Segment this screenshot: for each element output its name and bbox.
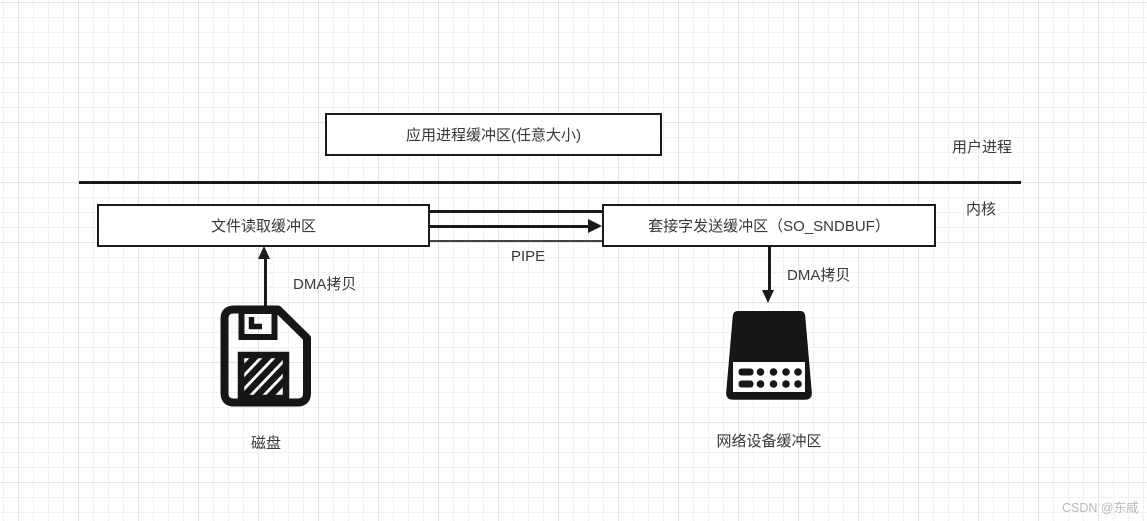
floppy-disk-icon	[220, 305, 312, 407]
disk-caption: 磁盘	[250, 435, 281, 452]
file-read-buffer-box: 文件读取缓冲区	[97, 204, 430, 247]
socket-send-buffer-box: 套接字发送缓冲区（SO_SNDBUF）	[602, 204, 936, 247]
app-process-buffer-box: 应用进程缓冲区(任意大小)	[325, 113, 662, 156]
kernel-region-label: 内核	[966, 201, 997, 218]
pipe-label: PIPE	[511, 248, 546, 265]
dma-nic-arrowhead-down-icon	[762, 290, 774, 303]
network-device-caption: 网络设备缓冲区	[716, 433, 822, 450]
network-device-icon	[723, 309, 815, 402]
pipe-top-line	[430, 209, 602, 213]
dma-copy-disk-label: DMA拷贝	[293, 276, 357, 293]
csdn-watermark: CSDN @东威	[1062, 501, 1139, 515]
user-space-region-label: 用户进程	[952, 139, 1013, 156]
pipe-arrow-line	[430, 224, 590, 228]
file-read-buffer-label: 文件读取缓冲区	[210, 218, 316, 235]
dma-disk-arrowhead-up-icon	[258, 246, 270, 259]
dma-nic-arrow-shaft	[767, 247, 771, 291]
dma-copy-nic-label: DMA拷贝	[787, 267, 851, 284]
app-process-buffer-label: 应用进程缓冲区(任意大小)	[406, 127, 581, 144]
pipe-arrowhead-right-icon	[588, 219, 602, 233]
dma-disk-arrow-shaft	[263, 258, 267, 308]
pipe-bottom-line	[430, 240, 602, 242]
socket-send-buffer-label: 套接字发送缓冲区（SO_SNDBUF）	[648, 218, 890, 235]
user-kernel-divider-line	[79, 181, 1021, 184]
